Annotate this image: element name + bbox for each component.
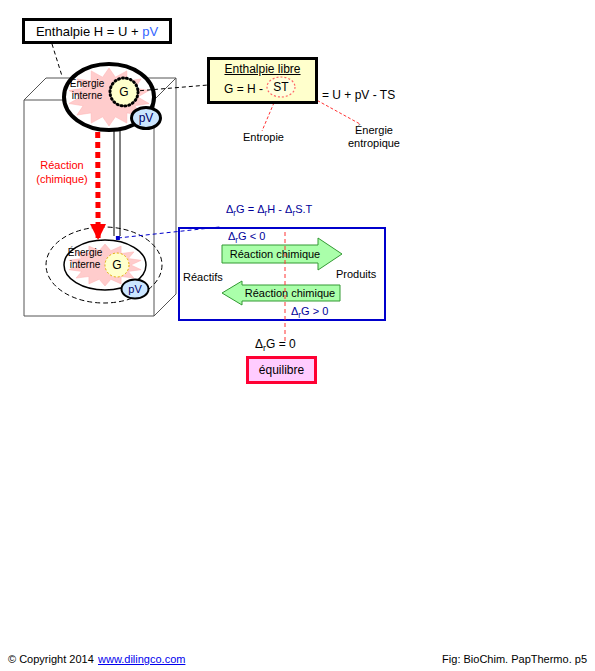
connector-line [52,44,62,76]
website-link: www.dilingco.com [98,653,185,665]
st-circle [267,77,295,97]
annotation-label: Entropie [243,131,284,143]
symbol-label: G [108,85,140,99]
symbol-label: pV [130,111,162,125]
gibbs-condition: ΔrG < 0 [228,230,265,242]
symbol-label: ST [266,80,296,94]
subscript: r [263,343,266,353]
subscript: r [265,209,268,218]
free-enthalpy-box: Enthalpie libre G = H -ST [207,57,318,104]
formula-continuation: = U + pV - TS [322,88,395,102]
reverse-reaction-arrow: Réaction chimique [222,281,340,305]
equilibrium-box: équilibre [246,356,317,384]
formula-text: Enthalpie H = U + pV [25,24,169,39]
free-enthalpy-circle: G [104,252,130,278]
symbol-label: pV [120,283,150,295]
copyright-notice: © Copyright 2014 [8,653,94,665]
highlight-term: pV [142,24,158,39]
arrow-label: Réaction chimique [222,248,342,260]
cube-front-face [24,100,154,316]
subscript: r [235,236,238,245]
gibbs-condition: ΔrG > 0 [291,305,328,317]
connector-wire [120,124,121,236]
internal-energy-blob: Énergie interneGpV [62,238,148,292]
symbol-label: G [104,258,130,272]
pv-bubble: pV [130,106,162,130]
formula-text: G = H - [224,82,263,96]
pv-bubble: pV [120,278,150,300]
arrow-label: Réaction chimique [222,287,340,299]
formula-box: Enthalpie H = U + pV [22,18,172,44]
annotation-label: Énergie entropique [342,124,406,150]
energy-label: Énergie interne [66,78,108,102]
subscript: r [298,311,301,320]
connector-line [95,132,100,238]
internal-energy-blob: Énergie interneGpV [62,62,156,132]
equilibrium-condition: ΔrG = 0 [255,337,296,351]
subscript: r [292,209,295,218]
connector-wire [114,124,115,236]
reaction-arrow-shape [222,281,340,305]
equilibrium-label: équilibre [249,363,314,377]
g-circle [105,253,129,277]
energy-label: Énergie interne [65,247,105,271]
reaction-label: Réaction (chimique) [29,158,95,186]
figure-caption: Fig: BioChim. PapThermo. p5 [442,653,587,665]
reaction-arrow-shape [222,238,342,270]
box-heading: Enthalpie libre [210,62,315,76]
gibbs-equation: ΔrG = ΔrH - ΔrS.T [226,203,312,215]
products-label: Produits [336,268,376,280]
forward-reaction-arrow: Réaction chimique [222,238,342,270]
reactants-label: Réactifs [183,271,223,283]
entropy-term-circle: ST [266,76,296,98]
connector-dot [116,236,120,240]
reaction-direction-box: ΔrG < 0 Réactifs ProduitsΔrG > 0 Réaction c… [178,227,386,321]
subscript: r [233,209,236,218]
free-enthalpy-circle: G [108,76,140,108]
reaction-product-enclosure [46,227,162,303]
